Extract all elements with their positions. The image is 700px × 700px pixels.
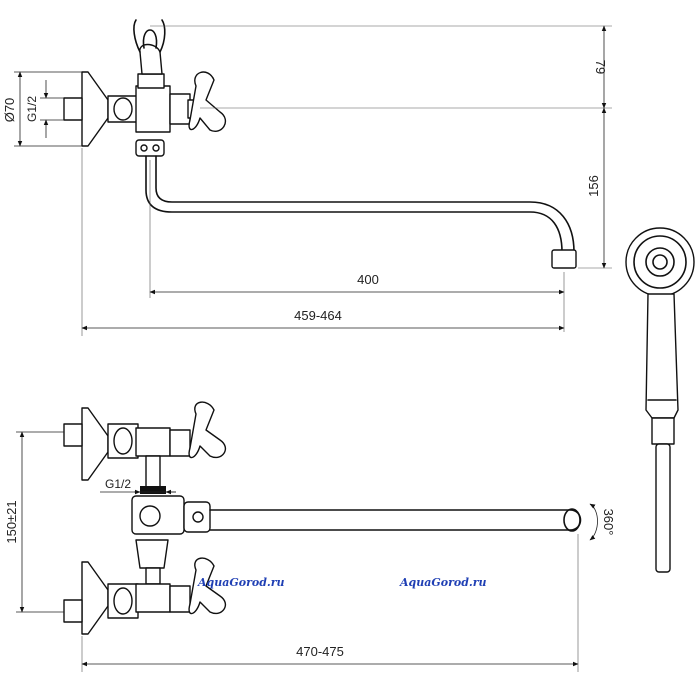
hand-shower <box>625 227 695 573</box>
dim-total-length-top-label: 459-464 <box>294 308 342 323</box>
dim-rotation-label: 360° <box>601 509 616 536</box>
dim-spout-length-label: 400 <box>357 272 379 287</box>
dim-height-spout-label: 156 <box>586 175 601 197</box>
bottom-view-faucet <box>63 401 582 635</box>
bottom-view-dimensions <box>16 431 598 672</box>
dim-thread-top-label: G1/2 <box>25 96 39 122</box>
dim-diameter-label: Ø70 <box>2 98 17 123</box>
dim-center-distance-label: 150±21 <box>4 500 19 543</box>
top-view-faucet <box>63 19 577 269</box>
dim-height-top-label: 79 <box>593 60 608 74</box>
dim-thread-bottom-label: G1/2 <box>105 477 131 491</box>
watermark-left: AquaGorod.ru <box>197 576 285 589</box>
dim-total-length-bottom-label: 470-475 <box>296 644 344 659</box>
watermark-right: AquaGorod.ru <box>399 576 487 589</box>
top-view-dimensions <box>14 25 612 336</box>
